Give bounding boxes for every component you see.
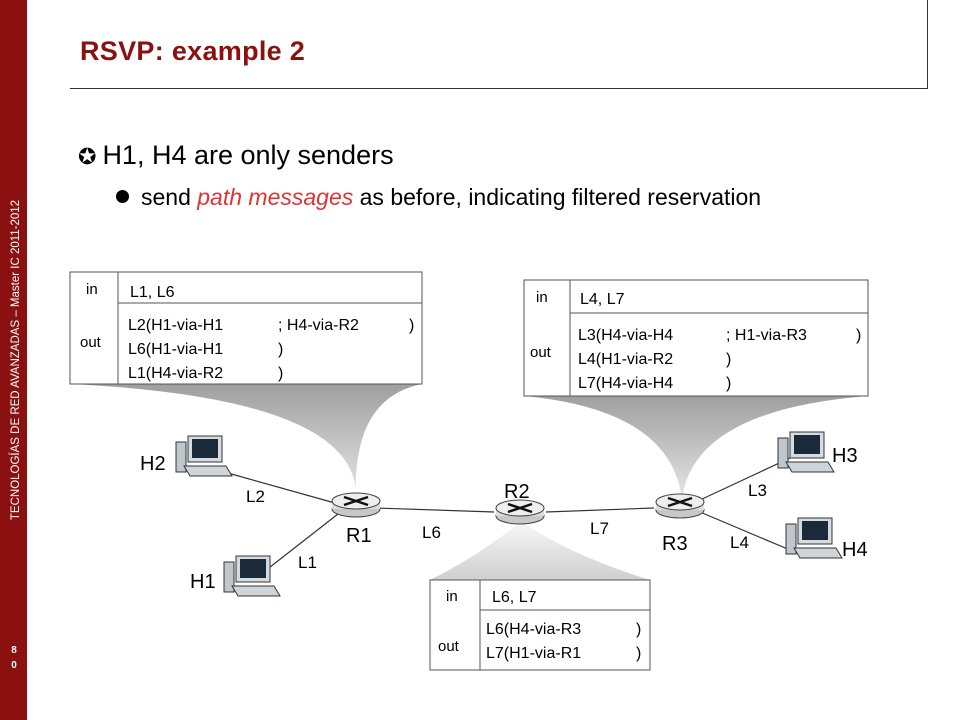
host-h3-computer-icon [777,431,835,473]
page-number-digit: 8 [11,645,17,656]
r3-out-row3-a: L7(H4-via-H4 [578,375,673,392]
bullet-sub-prefix: send [141,184,198,210]
bullet-main: ✪H1, H4 are only senders [78,140,394,171]
host-label-h1: H1 [190,571,216,593]
r1-out-row2-a: L6(H1-via-H1 [128,341,223,358]
link-label-l6: L6 [422,523,441,542]
r2-in-label: in [446,588,458,605]
sidebar: TECNOLOGÍAS DE RED AVANZADAS – Master IC… [0,0,27,720]
r1-reservation-table: in L1, L6 out L2(H1-via-H1 ; H4-via-R2 )… [69,271,423,385]
r3-out-label: out [530,344,552,361]
r1-out-row1-b: ; H4-via-R2 [278,317,359,334]
bullet-dot-icon [116,190,129,203]
host-h1-computer-icon [223,555,281,597]
r2-table-cone [430,522,650,580]
bullet-sub-emphasis: path messages [197,184,354,210]
page-number-digit: 0 [11,660,17,671]
r1-out-row3-b: ) [278,365,283,382]
r1-in-label: in [86,281,98,298]
r1-table-cone [70,384,422,498]
r1-out-label: out [80,334,102,351]
host-label-h3: H3 [832,445,858,467]
router-label-r1: R1 [346,525,372,547]
r2-out-row2-b: ) [636,645,641,662]
link-label-l4: L4 [730,533,749,552]
router-r2 [495,499,545,525]
r3-table-cone [524,396,868,500]
r3-out-row1-b: ; H1-via-R3 [726,327,807,344]
link-l7 [545,507,655,513]
host-h4-computer-icon [785,517,843,559]
r3-out-row1-c: ) [856,327,861,344]
host-label-h2: H2 [140,453,166,475]
r3-in-value: L4, L7 [580,291,625,308]
router-label-r2: R2 [504,481,530,503]
title-rule-vertical [927,0,928,89]
r2-in-value: L6, L7 [492,589,537,606]
r1-out-row3-a: L1(H4-via-R2 [128,365,223,382]
r3-out-row2-b: ) [726,351,731,368]
r1-out-row1-a: L2(H1-via-H1 [128,317,223,334]
r1-out-row1-c: ) [409,317,414,334]
link-l6 [375,507,495,513]
link-label-l1: L1 [298,553,317,572]
bullet-sub-suffix: as before, indicating filtered reservati… [353,184,762,210]
host-h2-computer-icon [175,435,233,477]
r3-out-row3-b: ) [726,375,731,392]
r2-out-row1-a: L6(H4-via-R3 [486,621,581,638]
link-l4 [699,511,791,551]
link-label-l3: L3 [748,481,767,500]
r2-out-row2-a: L7(H1-via-R1 [486,645,581,662]
link-label-l2: L2 [246,487,265,506]
r3-out-row1-a: L3(H4-via-H4 [578,327,673,344]
slide-title: RSVP: example 2 [80,36,306,66]
r2-out-label: out [438,638,460,655]
link-l2 [209,467,343,506]
router-r3 [655,493,705,519]
r2-reservation-table: in L6, L7 out L6(H4-via-R3 ) L7(H1-via-R… [429,579,651,671]
r3-reservation-table: in L4, L7 out L3(H4-via-H4 ; H1-via-R3 )… [523,279,869,397]
r3-in-label: in [536,289,548,306]
r2-out-row1-b: ) [636,621,641,638]
r1-in-value: L1, L6 [130,284,175,301]
title-underline [70,88,928,89]
link-l3 [699,457,791,501]
router-label-r3: R3 [662,533,688,555]
link-label-l7: L7 [590,519,609,538]
router-r1 [331,492,381,518]
bullet-sub: send path messages as before, indicating… [116,184,761,211]
host-label-h4: H4 [842,539,868,561]
r3-out-row2-a: L4(H1-via-R2 [578,351,673,368]
r1-out-row2-b: ) [278,341,283,358]
bullet-flower-icon: ✪ [78,144,97,169]
bullet-main-text: H1, H4 are only senders [102,140,394,170]
